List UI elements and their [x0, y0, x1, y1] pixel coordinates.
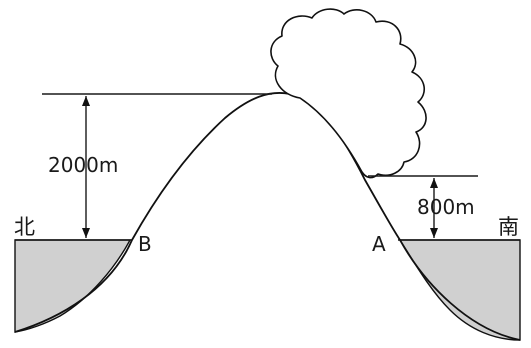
cloud-base-arrow-top	[430, 178, 438, 188]
summit-arrow-bottom	[82, 228, 90, 238]
south-ground-area	[398, 239, 521, 341]
label-point-a: A	[372, 232, 386, 256]
label-summit-height: 2000m	[48, 153, 118, 177]
cloud-base-arrow-bottom	[430, 228, 438, 238]
label-point-b: B	[138, 232, 152, 256]
summit-arrow-top	[82, 96, 90, 106]
label-south: 南	[498, 215, 519, 239]
label-cloud-base-height: 800m	[417, 195, 475, 219]
cloud	[270, 8, 427, 179]
north-ground-area	[14, 239, 132, 333]
label-north: 北	[14, 215, 35, 239]
